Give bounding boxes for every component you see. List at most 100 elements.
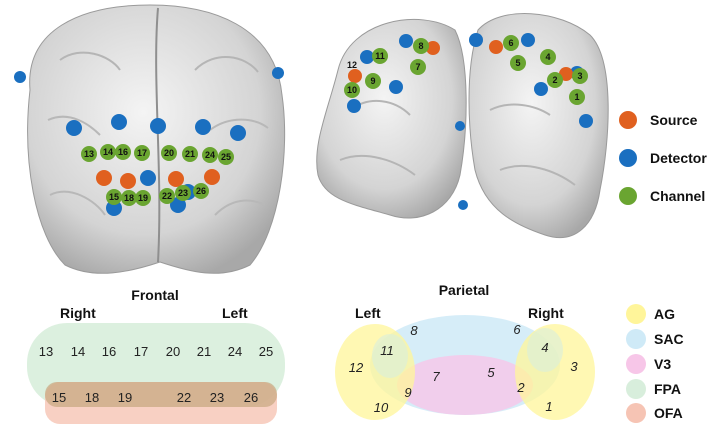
svg-text:26: 26 — [244, 390, 258, 405]
detector-optode — [230, 125, 246, 141]
channel-1: 1 — [569, 89, 585, 105]
svg-text:25: 25 — [259, 344, 273, 359]
fpa-overlap-right — [527, 328, 563, 372]
channel-16: 16 — [115, 144, 131, 160]
channel-14: 14 — [100, 144, 116, 160]
detector-optode — [170, 197, 186, 213]
channel-6: 6 — [503, 35, 519, 51]
svg-text:10: 10 — [347, 85, 357, 95]
svg-text:22: 22 — [162, 191, 172, 201]
source-legend-label: Source — [650, 112, 698, 128]
parietal-optodes: 11 8 7 12 10 9 6 5 4 2 3 1 — [344, 33, 593, 210]
frontal-optodes: 13 14 16 17 20 21 24 25 15 18 19 22 23 2… — [14, 67, 284, 216]
detector-optode — [14, 71, 26, 83]
point-legend: Source Detector Channel — [619, 111, 707, 205]
detector-optode — [360, 50, 374, 64]
detector-optode — [399, 34, 413, 48]
detector-optode — [106, 200, 122, 216]
svg-text:23: 23 — [210, 390, 224, 405]
detector-optode — [66, 120, 82, 136]
svg-text:2: 2 — [552, 75, 557, 85]
svg-text:26: 26 — [196, 186, 206, 196]
channel-4: 4 — [540, 49, 556, 65]
detector-optode — [347, 99, 361, 113]
channel-26: 26 — [193, 183, 209, 199]
svg-text:25: 25 — [221, 152, 231, 162]
svg-text:14: 14 — [71, 344, 85, 359]
source-optode — [204, 169, 220, 185]
detector-optode — [195, 119, 211, 135]
detector-legend-dot — [619, 149, 637, 167]
fpa-legend-label: FPA — [654, 381, 681, 397]
frontal-right-label: Right — [60, 305, 96, 321]
frontal-schematic: Frontal Right Left 13 14 16 17 20 21 24 … — [27, 287, 285, 424]
detector-optode — [150, 118, 166, 134]
svg-text:17: 17 — [134, 344, 148, 359]
svg-text:10: 10 — [374, 400, 389, 415]
parietal-title: Parietal — [439, 282, 490, 298]
svg-text:16: 16 — [102, 344, 116, 359]
channel-15: 15 — [106, 189, 122, 205]
frontal-left-label: Left — [222, 305, 248, 321]
v3-legend-swatch — [626, 354, 646, 374]
svg-text:18: 18 — [124, 193, 134, 203]
svg-text:15: 15 — [109, 192, 119, 202]
detector-optode — [389, 80, 403, 94]
source-optode — [348, 69, 362, 83]
svg-text:23: 23 — [178, 188, 188, 198]
channel-7: 7 — [410, 59, 426, 75]
detector-optode — [111, 114, 127, 130]
svg-text:2: 2 — [516, 380, 525, 395]
svg-text:5: 5 — [515, 58, 520, 68]
svg-text:13: 13 — [39, 344, 53, 359]
svg-text:1: 1 — [545, 399, 552, 414]
channel-17: 17 — [134, 145, 150, 161]
channel-2: 2 — [547, 72, 563, 88]
region-legend: AG SAC V3 FPA OFA — [626, 304, 684, 423]
source-optode — [489, 40, 503, 54]
channel-22: 22 — [159, 188, 175, 204]
channel-11: 11 — [372, 48, 388, 64]
channel-legend-label: Channel — [650, 188, 705, 204]
ofa-legend-swatch — [626, 403, 646, 423]
detector-optode — [458, 200, 468, 210]
svg-text:16: 16 — [118, 147, 128, 157]
svg-text:9: 9 — [404, 385, 411, 400]
svg-text:5: 5 — [487, 365, 495, 380]
channel-24: 24 — [202, 147, 218, 163]
detector-optode — [469, 33, 483, 47]
parietal-schematic: Parietal Left Right 12 11 10 9 8 7 5 6 4… — [335, 282, 595, 420]
frontal-brain — [27, 4, 286, 274]
ag-legend-label: AG — [654, 306, 675, 322]
svg-text:4: 4 — [541, 340, 548, 355]
fpa-overlap-left — [372, 334, 408, 378]
channel-25: 25 — [218, 149, 234, 165]
detector-optode — [534, 82, 548, 96]
source-optode — [168, 171, 184, 187]
svg-text:3: 3 — [570, 359, 578, 374]
svg-text:15: 15 — [52, 390, 66, 405]
fpa-legend-swatch — [626, 379, 646, 399]
source-optode — [120, 173, 136, 189]
svg-text:3: 3 — [577, 71, 582, 81]
svg-text:4: 4 — [545, 52, 550, 62]
detector-legend-label: Detector — [650, 150, 707, 166]
svg-text:20: 20 — [164, 148, 174, 158]
svg-text:21: 21 — [185, 149, 195, 159]
detector-optode — [579, 114, 593, 128]
svg-text:17: 17 — [137, 148, 147, 158]
svg-text:11: 11 — [380, 343, 394, 358]
svg-text:14: 14 — [103, 147, 113, 157]
source-optode — [426, 41, 440, 55]
svg-text:18: 18 — [85, 390, 99, 405]
parietal-left-label: Left — [355, 305, 381, 321]
svg-text:8: 8 — [418, 41, 423, 51]
channel-5: 5 — [510, 55, 526, 71]
svg-text:11: 11 — [375, 51, 385, 61]
svg-text:24: 24 — [205, 150, 215, 160]
ofa-fpa-overlap — [45, 382, 277, 407]
channel-18: 18 — [121, 190, 137, 206]
frontal-top-row: 13 14 16 17 20 21 24 25 — [39, 344, 273, 359]
channel-13: 13 — [81, 146, 97, 162]
